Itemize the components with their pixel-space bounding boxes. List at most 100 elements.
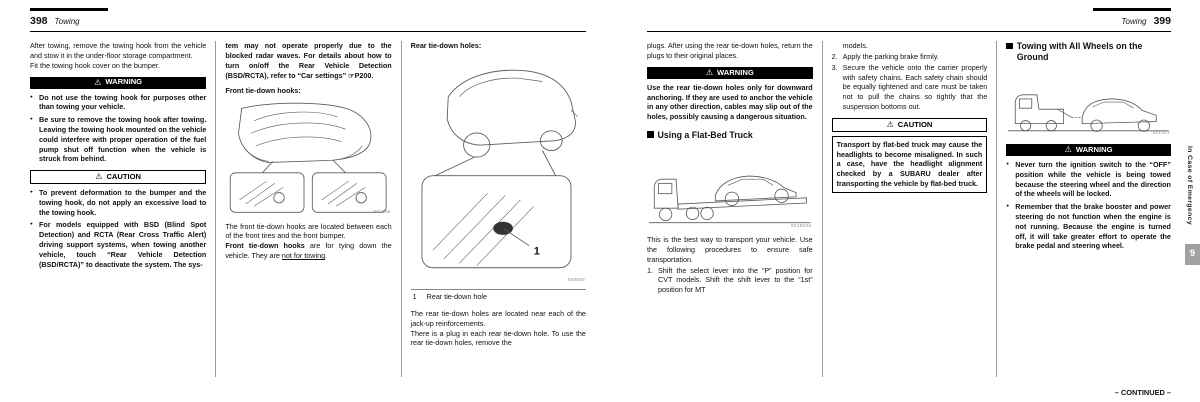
body-text: This is the best way to transport your v… [647, 235, 813, 264]
section-heading: Towing with All Wheels on the Ground [1006, 41, 1171, 62]
step-number: 1. [647, 265, 653, 275]
front-tie-down-illustration [230, 102, 387, 213]
body-text: plugs. After using the rear tie-down hol… [647, 41, 813, 61]
caution-triangle-icon: ⚠ [95, 172, 103, 182]
step-item: 3. Secure the vehicle onto the carrier p… [832, 63, 988, 112]
warning-header: ⚠ WARNING [1006, 144, 1171, 157]
warning-label: WARNING [1075, 144, 1113, 154]
page-left: 398 Towing After towing, remove the towi… [30, 8, 586, 398]
body-text: After towing, remove the towing hook fro… [30, 41, 207, 61]
columns-left-page: After towing, remove the towing hook fro… [30, 41, 586, 378]
figure-code: 501506 [373, 209, 391, 215]
caution-header: ⚠ CAUTION [831, 117, 988, 132]
rear-tie-down-illustration: 1 [421, 69, 578, 269]
figure-legend: 1 Rear tie-down hole [410, 289, 586, 304]
callout-number: 1 [533, 246, 539, 258]
caution-text: Transport by flat-bed truck may cause th… [831, 135, 988, 193]
step-text: Shift the select lever into the “P” posi… [658, 265, 813, 295]
section-marker-icon [647, 131, 654, 138]
warning-header: ⚠ WARNING [647, 66, 813, 79]
warning-triangle-icon: ⚠ [94, 77, 102, 87]
step-text: Secure the vehicle onto the carrier prop… [842, 62, 988, 111]
page-right: Towing 399 plugs. After using the rear t… [647, 8, 1171, 398]
page-top-rule [30, 8, 108, 11]
warning-list: Never turn the ignition switch to the “O… [1006, 160, 1171, 251]
caution-label: CAUTION [897, 119, 933, 129]
flat-bed-truck-figure: 501523A [647, 144, 813, 231]
step-item: 1. Shift the select lever into the “P” p… [647, 266, 813, 295]
chapter-title: Towing [1121, 17, 1147, 26]
body-text: The rear tie-down holes are located near… [410, 309, 586, 328]
figure-code: 501507 [1152, 129, 1170, 135]
right-column-3: Towing with All Wheels on the Ground [996, 41, 1171, 378]
warning-item: Never turn the ignition switch to the “O… [1006, 160, 1171, 199]
left-column-1: After towing, remove the towing hook fro… [30, 41, 215, 377]
section-marker-icon [1006, 42, 1013, 50]
section-heading-text: Towing with All Wheels on the Ground [1016, 41, 1143, 62]
chapter-tab-label: In Case of Emergency [1186, 146, 1193, 226]
page-header-right: Towing 399 [647, 12, 1171, 33]
figure-code: 501523A [791, 223, 812, 229]
caution-label: CAUTION [106, 171, 142, 181]
front-tie-down-figure: 501506 [225, 98, 391, 218]
chapter-title: Towing [54, 17, 80, 26]
warning-list: Do not use the towing hook for purposes … [30, 93, 206, 164]
section-heading-text: Using a Flat-Bed Truck [657, 129, 753, 140]
underlined-text: not for towing [281, 251, 326, 261]
warning-label: WARNING [717, 67, 754, 77]
warning-item: Do not use the towing hook for purposes … [30, 93, 206, 113]
warning-label: WARNING [105, 77, 143, 87]
warning-triangle-icon: ⚠ [705, 67, 714, 77]
step-number: 2. [831, 52, 838, 62]
towing-all-wheels-illustration [1008, 94, 1169, 132]
flat-bed-truck-illustration [649, 176, 811, 224]
body-text: There is a plug in each rear tie-down ho… [410, 328, 586, 348]
procedure-list: 1. Shift the select lever into the “P” p… [647, 266, 813, 295]
caution-box: ⚠ CAUTION To prevent deformation to the … [30, 170, 207, 269]
body-text: Fit the towing hook cover on the bumper. [30, 60, 160, 70]
caution-triangle-icon: ⚠ [886, 119, 894, 129]
right-column-1: plugs. After using the rear tie-down hol… [647, 41, 822, 377]
page-top-rule [1093, 8, 1171, 11]
warning-item: Be sure to remove the towing hook after … [30, 115, 206, 164]
step-item: 2. Apply the parking brake firmly. [832, 52, 988, 62]
warning-text: Use the rear tie-down holes only for dow… [647, 82, 813, 122]
warning-item: Remember that the brake booster and powe… [1006, 202, 1171, 251]
left-column-2: tem may not operate properly due to the … [215, 41, 400, 378]
body-text: The front tie-down hooks are located bet… [225, 221, 392, 241]
procedure-list: 2. Apply the parking brake firmly. 3. Se… [832, 52, 988, 112]
caution-list: To prevent deformation to the bumper and… [30, 188, 206, 269]
body-text: are for tying down the vehicle. They are [225, 241, 392, 261]
figure-label: Front tie-down hooks: [225, 86, 301, 96]
figure-label: Rear tie-down holes: [410, 41, 482, 51]
warning-triangle-icon: ⚠ [1064, 145, 1072, 155]
section-heading: Using a Flat-Bed Truck [647, 130, 813, 140]
warning-header: ⚠ WARNING [30, 76, 207, 89]
body-text: Front tie-down hooks are for tying down … [225, 241, 391, 261]
step-text: Apply the parking brake firmly. [842, 52, 939, 62]
rear-tie-down-figure: 1 500583 [411, 53, 586, 285]
caution-item: For models equipped with BSD (Blind Spot… [30, 220, 206, 269]
step-continued-text: models. [842, 41, 868, 51]
caution-box: ⚠ CAUTION Transport by flat-bed truck ma… [831, 117, 988, 193]
caution-header: ⚠ CAUTION [30, 170, 207, 185]
left-column-3: Rear tie-down holes: [400, 41, 586, 378]
emphasis-text: Front tie-down hooks [225, 241, 305, 251]
figure-code: 500583 [567, 277, 585, 283]
body-text: . [325, 251, 328, 261]
towing-all-wheels-figure: 501507 [1006, 66, 1171, 138]
warning-box: ⚠ WARNING Never turn the ignition switch… [1006, 144, 1171, 251]
page-number: 398 [30, 15, 48, 27]
columns-right-page: plugs. After using the rear tie-down hol… [647, 41, 1171, 378]
continued-marker: – CONTINUED – [1114, 387, 1171, 397]
page-number: 399 [1153, 15, 1171, 27]
right-column-2: models. 2. Apply the parking brake firml… [821, 41, 997, 378]
chapter-number-badge: 9 [1185, 244, 1200, 265]
warning-box: ⚠ WARNING Do not use the towing hook for… [30, 76, 207, 164]
step-number: 3. [831, 62, 838, 72]
legend-text: Rear tie-down hole [426, 292, 487, 302]
legend-number: 1 [412, 292, 417, 302]
caution-item: To prevent deformation to the bumper and… [30, 188, 206, 217]
page-header-left: 398 Towing [30, 12, 586, 33]
